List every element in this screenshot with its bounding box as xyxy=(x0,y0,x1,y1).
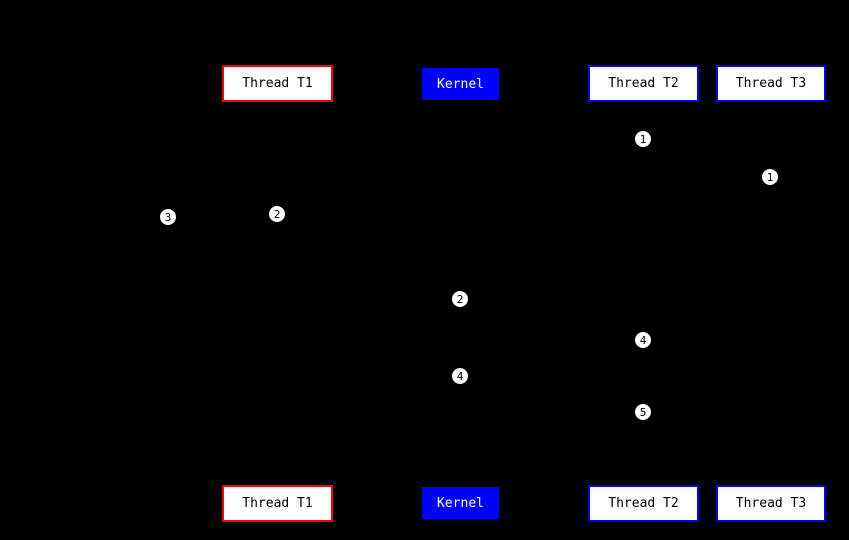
step-marker-1-thread-t3: 1 xyxy=(761,168,779,186)
step-marker-1-thread-t2: 1 xyxy=(634,130,652,148)
step-marker-4-kernel: 4 xyxy=(451,367,469,385)
thread-t2-box-bottom: Thread T2 xyxy=(588,485,699,522)
kernel-box-bottom: Kernel xyxy=(422,487,499,519)
lifeline-thread-t2 xyxy=(643,102,644,485)
lifeline-thread-t1 xyxy=(277,102,278,485)
thread-t1-box-top: Thread T1 xyxy=(222,65,333,102)
thread-t2-box-top: Thread T2 xyxy=(588,65,699,102)
step-marker-5-thread-t2: 5 xyxy=(634,403,652,421)
kernel-box-top: Kernel xyxy=(422,68,499,100)
step-marker-4-thread-t2: 4 xyxy=(634,331,652,349)
lifeline-thread-t3 xyxy=(771,102,772,485)
step-marker-3-left: 3 xyxy=(159,208,177,226)
thread-t1-box-bottom: Thread T1 xyxy=(222,485,333,522)
step-marker-2-thread-t1: 2 xyxy=(268,205,286,223)
thread-t3-box-bottom: Thread T3 xyxy=(716,485,826,522)
step-marker-2-kernel: 2 xyxy=(451,290,469,308)
thread-t3-box-top: Thread T3 xyxy=(716,65,826,102)
